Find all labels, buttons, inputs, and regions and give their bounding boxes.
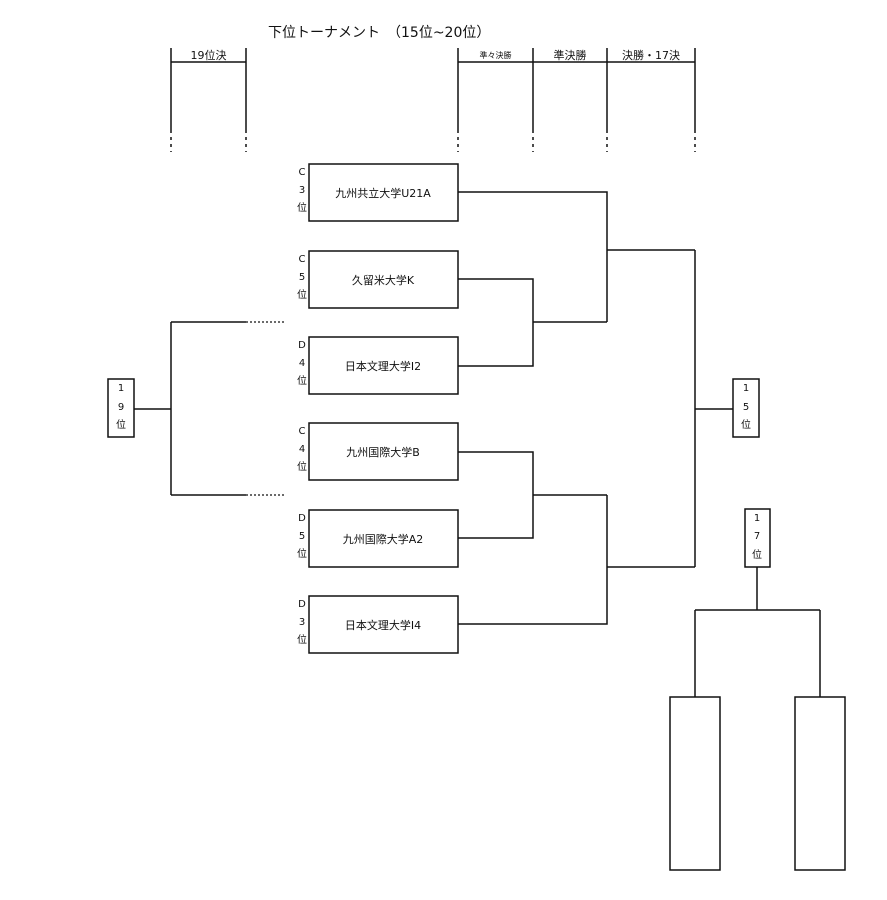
header-lines xyxy=(170,48,696,130)
seed-rank: 3 xyxy=(298,185,306,196)
final-lines xyxy=(694,250,733,567)
place17-empty-box-left xyxy=(669,696,721,871)
team-name: 久留米大学K xyxy=(351,274,415,287)
lower-bracket-lines xyxy=(458,451,695,625)
seed-rank: 4 xyxy=(298,358,306,369)
place17-label-2: 7 xyxy=(753,531,761,542)
seed-suffix: 位 xyxy=(297,462,307,473)
place15-label-3: 位 xyxy=(741,420,751,431)
place19-lines xyxy=(134,321,246,496)
seed-suffix: 位 xyxy=(297,290,307,301)
place15-label-1: 1 xyxy=(742,383,750,394)
place17-label-1: 1 xyxy=(753,513,761,524)
upper-bracket-lines xyxy=(458,191,695,367)
header-19th-place: 19位決 xyxy=(190,49,227,62)
team-name: 九州国際大学B xyxy=(346,446,420,459)
team-name: 九州国際大学A2 xyxy=(342,533,424,546)
seed-rank: 3 xyxy=(298,617,306,628)
place15-box xyxy=(732,378,760,438)
seed-suffix: 位 xyxy=(297,376,307,387)
seed-group: C xyxy=(298,167,306,178)
header-semifinal: 準決勝 xyxy=(553,49,587,62)
seed-group: D xyxy=(298,340,306,351)
seed-group: D xyxy=(298,599,306,610)
seed-suffix: 位 xyxy=(297,549,307,560)
team-name: 九州共立大学U21A xyxy=(335,187,431,200)
page-title: 下位トーナメント （15位~20位） xyxy=(268,25,491,41)
place19-box xyxy=(107,378,135,438)
header-dashes xyxy=(170,130,696,152)
seed-group: C xyxy=(298,426,306,437)
seed-group: D xyxy=(298,513,306,524)
seed-group: C xyxy=(298,254,306,265)
team-name: 日本文理大学I2 xyxy=(344,360,422,373)
place19-label-2: 9 xyxy=(117,402,125,413)
seed-suffix: 位 xyxy=(297,635,307,646)
place17-lines xyxy=(669,567,846,871)
team-name: 日本文理大学I4 xyxy=(344,619,422,632)
place17-label-3: 位 xyxy=(752,550,762,561)
seed-rank: 4 xyxy=(298,444,306,455)
seed-rank: 5 xyxy=(298,272,306,283)
place19-label-1: 1 xyxy=(117,383,125,394)
place19-dashes xyxy=(246,321,285,496)
place17-box xyxy=(744,508,771,568)
place15-label-2: 5 xyxy=(742,402,750,413)
header-final: 決勝・17決 xyxy=(622,49,680,62)
header-quarterfinal: 準々決勝 xyxy=(479,51,512,60)
place19-label-3: 位 xyxy=(116,420,126,431)
seed-rank: 5 xyxy=(298,531,306,542)
place17-empty-box-right xyxy=(794,696,846,871)
seed-suffix: 位 xyxy=(297,203,307,214)
